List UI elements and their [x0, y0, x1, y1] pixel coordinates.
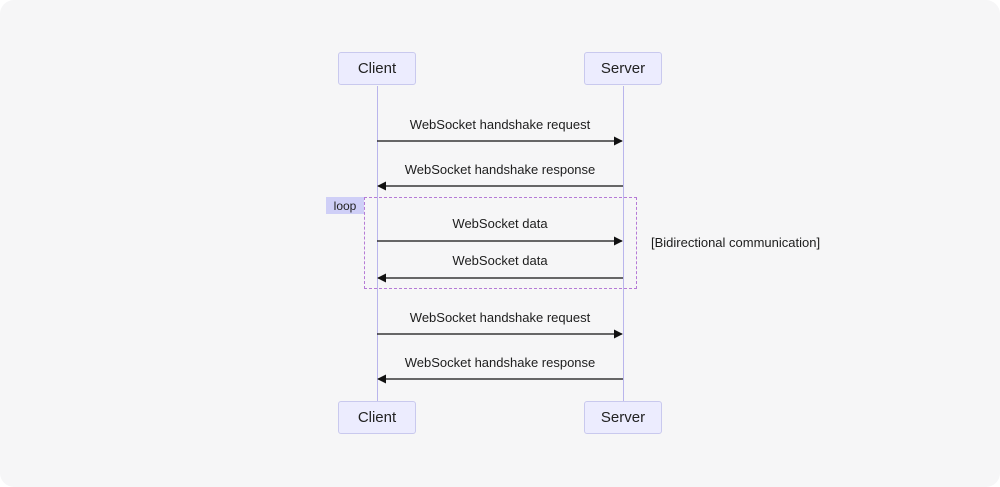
- loop-tag: loop: [326, 197, 364, 214]
- message-label: WebSocket data: [452, 216, 548, 231]
- message-label: WebSocket data: [452, 253, 548, 268]
- message-label: WebSocket handshake request: [409, 310, 591, 325]
- server-lifeline: [623, 86, 624, 401]
- loop-condition: [Bidirectional communication]: [651, 235, 821, 250]
- loop-fragment: [364, 197, 637, 289]
- message-label: WebSocket handshake response: [404, 355, 596, 370]
- client-actor-bottom: Client: [338, 401, 416, 434]
- message-label: WebSocket handshake request: [409, 117, 591, 132]
- message-label: WebSocket handshake response: [404, 162, 596, 177]
- client-lifeline: [377, 86, 378, 401]
- server-actor-top: Server: [584, 52, 662, 85]
- server-actor-bottom: Server: [584, 401, 662, 434]
- client-actor-top: Client: [338, 52, 416, 85]
